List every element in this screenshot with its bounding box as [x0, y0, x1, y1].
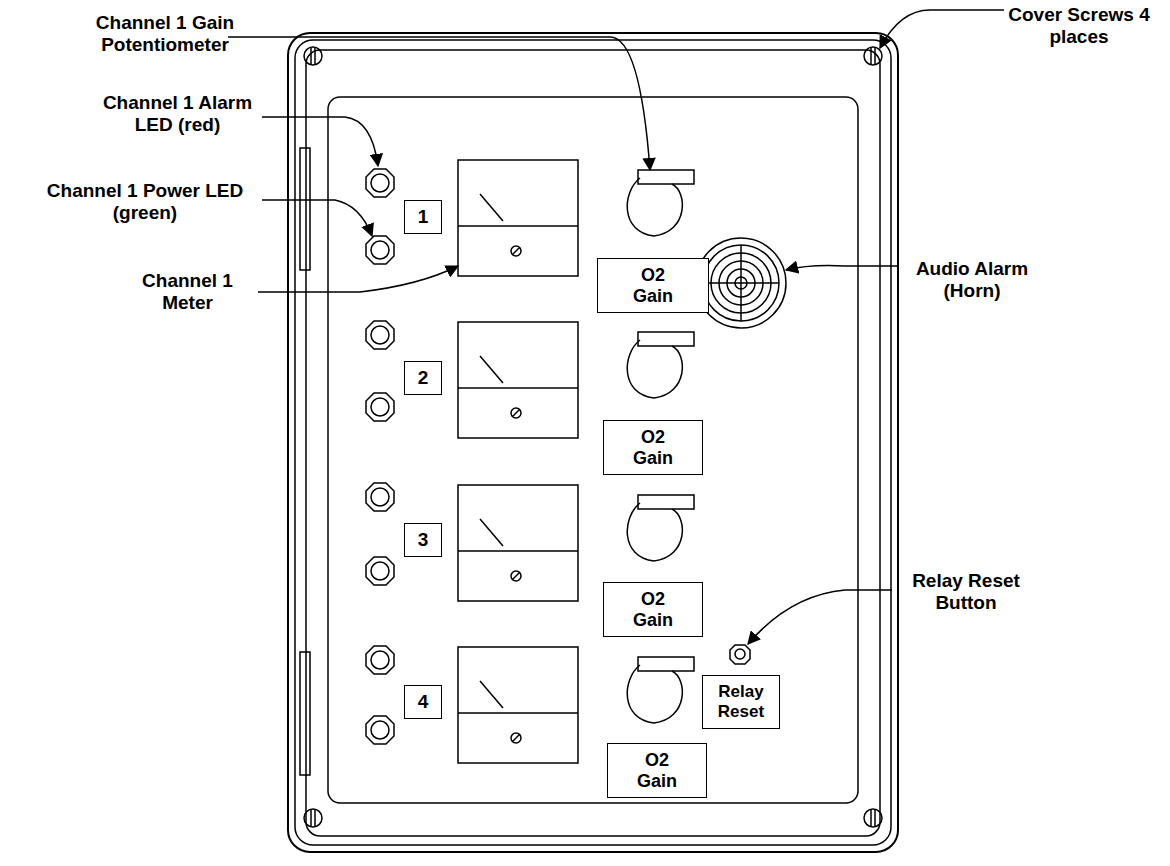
callout-label: Channel 1 Gain Potentiometer [80, 12, 250, 56]
box-text: 1 [418, 206, 429, 228]
channel-number: 4 [404, 685, 442, 719]
box-text: O2 Gain [628, 265, 678, 306]
box-text: Relay Reset [708, 682, 774, 721]
box-text: 4 [418, 691, 429, 713]
channel-number: 1 [404, 200, 442, 234]
gain-label-box: O2 Gain [597, 258, 709, 313]
callout-label: Channel 1 Power LED (green) [30, 180, 260, 224]
gain-label-box: O2 Gain [603, 582, 703, 637]
box-text: 2 [418, 367, 429, 389]
callout-label: Channel 1 Meter [120, 270, 255, 314]
channel-number: 3 [404, 523, 442, 557]
callout-label: Audio Alarm (Horn) [902, 258, 1042, 302]
gain-label-box: O2 Gain [603, 420, 703, 475]
callout-label: Channel 1 Alarm LED (red) [95, 92, 260, 136]
callout-label: Cover Screws 4 places [1008, 4, 1150, 48]
box-text: 3 [418, 529, 429, 551]
box-text: O2 Gain [628, 589, 678, 630]
channel-number: 2 [404, 361, 442, 395]
box-text: O2 Gain [632, 750, 682, 791]
gain-label-box: O2 Gain [607, 743, 707, 798]
callout-label: Relay Reset Button [896, 570, 1036, 614]
box-text: O2 Gain [628, 427, 678, 468]
relay-reset-box: Relay Reset [702, 675, 780, 729]
